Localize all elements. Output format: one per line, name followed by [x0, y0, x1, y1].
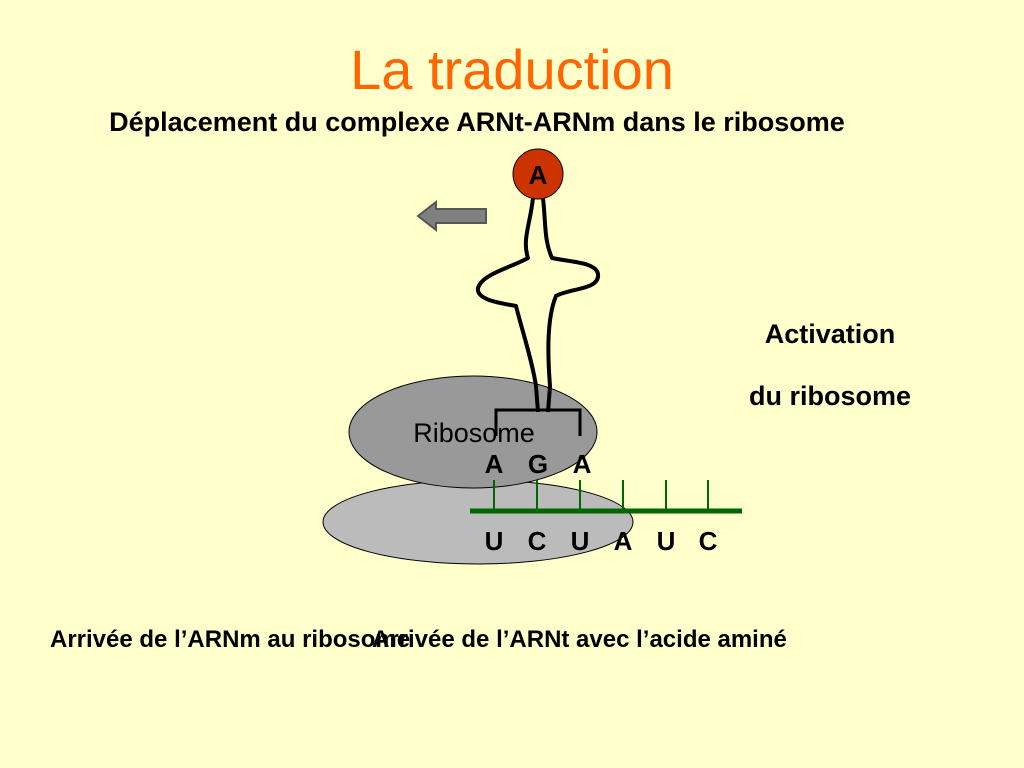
- mrna-base: U: [657, 526, 676, 556]
- mrna-base: C: [528, 526, 547, 556]
- slide-subtitle: Déplacement du complexe ARNt-ARNm dans l…: [109, 107, 845, 137]
- ribosome-large-subunit: [348, 375, 598, 489]
- anticodon-base: A: [485, 449, 504, 479]
- anticodon-bracket: [494, 408, 582, 436]
- trna-molecule: [476, 197, 600, 413]
- activation-label-line1: Activation: [764, 319, 896, 349]
- anticodon-base: A: [573, 449, 592, 479]
- activation-label-line2: du ribosome: [748, 381, 911, 411]
- mrna-base: C: [699, 526, 718, 556]
- ribosome-label: Ribosome: [413, 418, 535, 448]
- mrna-base: U: [485, 526, 504, 556]
- mrna-base: U: [571, 526, 590, 556]
- caption-trna-arrival: Arrivée de l’ARNt avec l’acide aminé: [372, 626, 787, 653]
- caption-mrna-arrival: Arrivée de l’ARNm au ribosome: [50, 626, 411, 653]
- amino-acid-label: A: [529, 160, 548, 190]
- anticodon-base: G: [528, 449, 548, 479]
- mrna-base: A: [614, 526, 633, 556]
- mrna-strand: [470, 480, 742, 514]
- amino-acid-circle: [512, 148, 564, 200]
- slide-title: La traduction: [350, 38, 674, 101]
- left-arrow-icon: [416, 199, 487, 233]
